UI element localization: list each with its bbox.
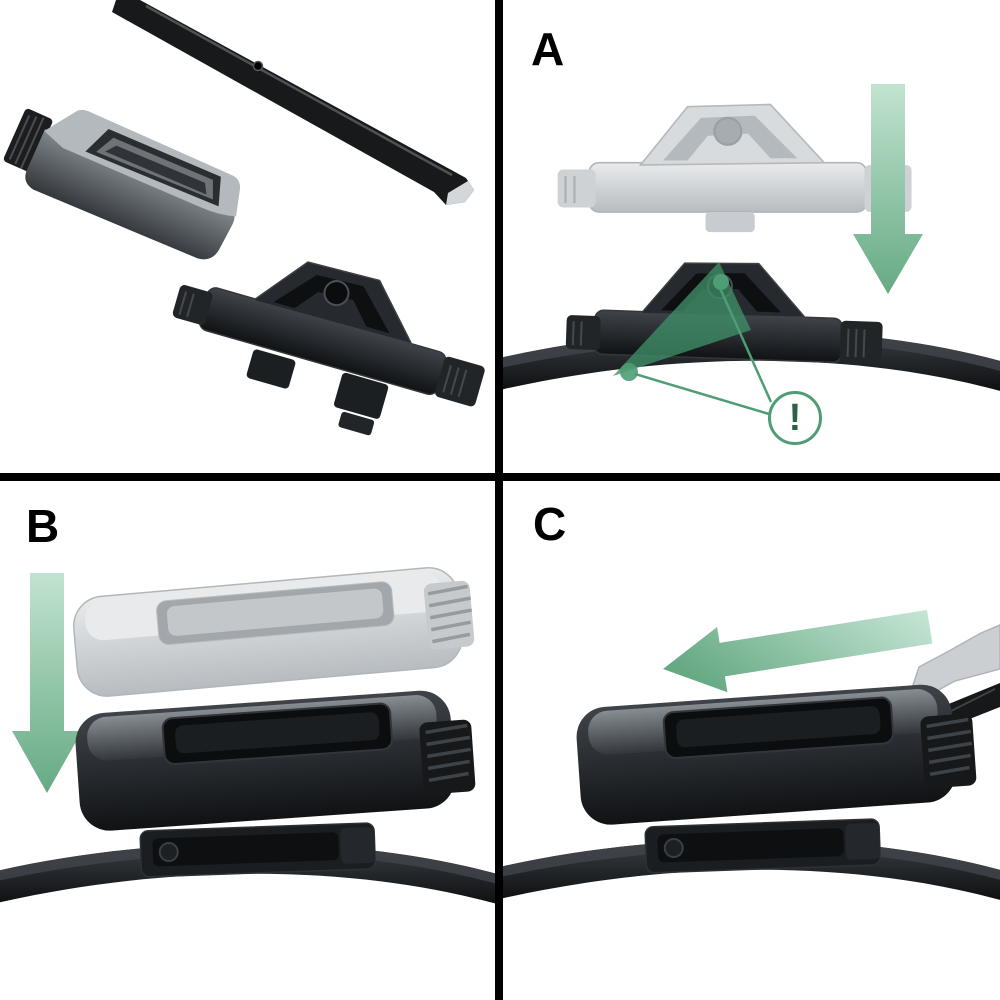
down-arrow-icon (853, 84, 923, 294)
warning-symbol: ! (788, 396, 802, 439)
panel-step-b: B (0, 481, 495, 1000)
end-cap-part (3, 108, 241, 260)
blade-clamp (644, 817, 882, 874)
adapter-part (169, 227, 495, 436)
panel-parts-overview (0, 0, 495, 473)
blade-clamp (139, 821, 377, 878)
ghost-cover (69, 562, 479, 701)
highlight-triangle (613, 262, 751, 376)
step-a-illustration (503, 84, 1000, 416)
beam-strip (112, 0, 474, 205)
panel-step-c: C (503, 481, 1000, 1000)
step-b-label: B (26, 500, 61, 552)
divider-vertical (495, 0, 503, 1000)
blade-cover (572, 679, 980, 829)
down-arrow-icon (12, 573, 82, 793)
warning-icon: ! (768, 391, 822, 445)
step-c-label: C (533, 498, 568, 550)
panel-step-a: A ! (503, 0, 1000, 473)
callout-line-lower (634, 372, 770, 416)
ghost-adapter (556, 103, 913, 234)
blade-cover (71, 685, 479, 835)
lock-point-marker (620, 363, 638, 381)
callout-line-upper (717, 285, 773, 403)
divider-horizontal (0, 473, 1000, 481)
left-arrow-icon (663, 609, 933, 693)
step-a-label: A (531, 23, 566, 75)
parts-exploded-illustration (3, 0, 495, 436)
pivot-point-marker (713, 274, 729, 290)
step-b-illustration (0, 562, 495, 907)
step-c-illustration (503, 609, 1000, 903)
